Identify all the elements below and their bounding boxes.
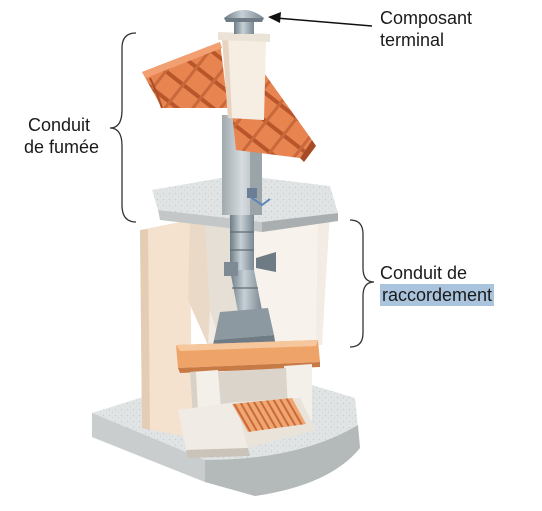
smoke-flue-label-line2: de fumée xyxy=(24,137,100,157)
connection-flue-label-line2: raccordement xyxy=(380,284,495,306)
terminal-label-line1: Composant xyxy=(380,8,473,28)
terminal-label-line2: terminal xyxy=(380,30,445,50)
smoke-flue-label: Conduit de fumée xyxy=(24,114,99,158)
connection-flue-brace xyxy=(349,219,375,348)
terminal-arrow xyxy=(268,12,373,27)
chimney-stack xyxy=(218,32,270,120)
terminal-label: Composant terminal xyxy=(380,7,472,51)
side-wall xyxy=(140,220,192,438)
connection-flue-label-line1: Conduit de xyxy=(380,263,468,283)
terminal-cap xyxy=(224,10,264,34)
lintel-beam xyxy=(176,340,320,373)
smoke-flue-brace xyxy=(109,32,137,223)
smoke-flue-label-line1: Conduit xyxy=(28,115,91,135)
firebox xyxy=(178,364,316,458)
connection-flue-label: Conduit de raccordement xyxy=(380,262,495,306)
